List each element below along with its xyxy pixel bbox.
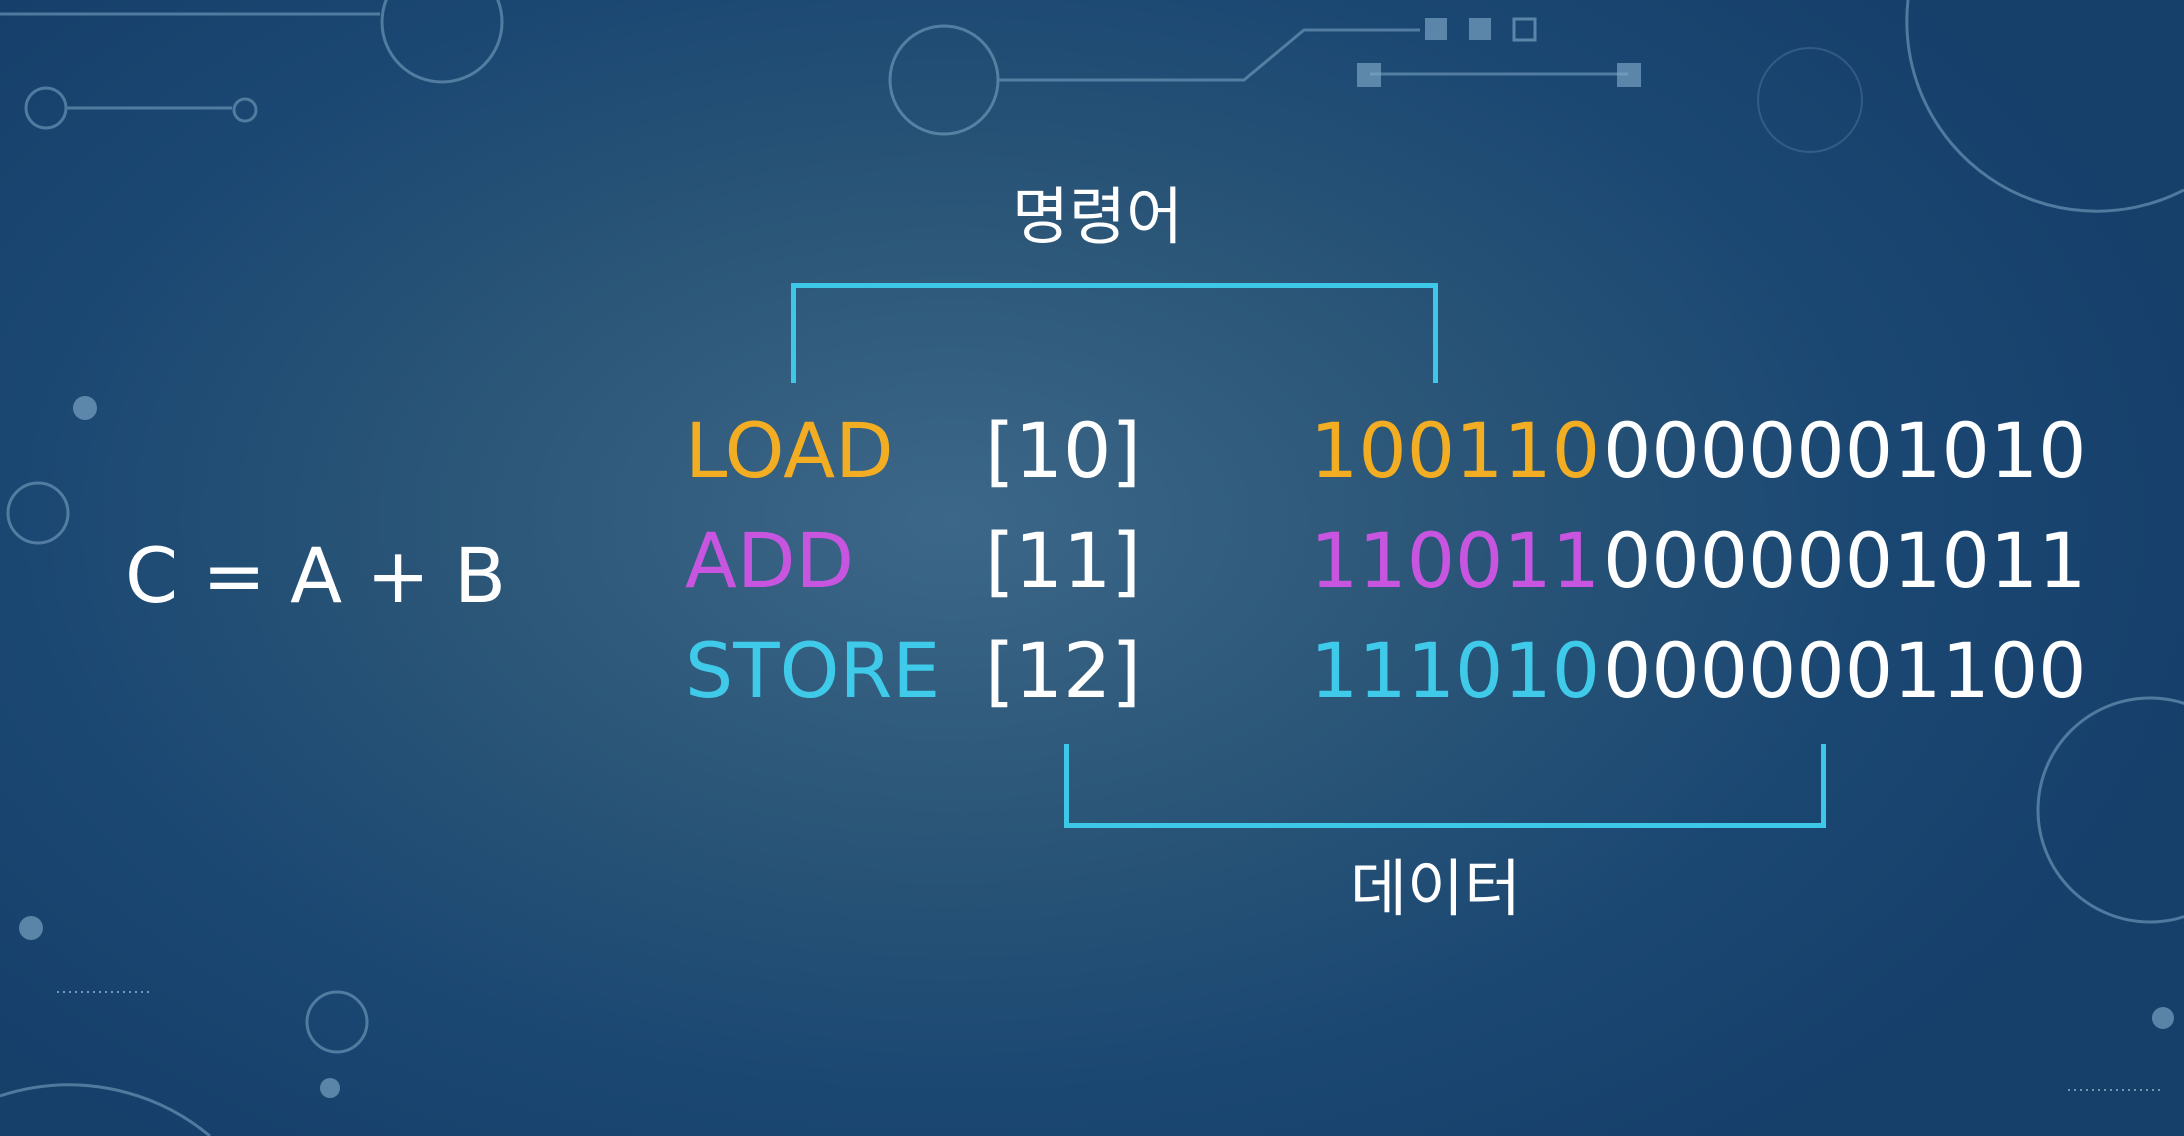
row-1-opcode-bits: 100110 — [1310, 406, 1601, 495]
row-3-operand: [12] — [985, 626, 1142, 715]
row-2-opcode-bits: 110011 — [1310, 516, 1601, 605]
row-2-operand: [11] — [985, 516, 1142, 605]
row-2-mnemonic: ADD — [685, 516, 855, 605]
row-3-data-bits: 0000001100 — [1603, 626, 2087, 715]
row-1-operand: [10] — [985, 406, 1142, 495]
data-label: 데이터 — [1350, 852, 1522, 925]
row-1-data-bits: 0000001010 — [1603, 406, 2087, 495]
row-3-mnemonic: STORE — [685, 626, 941, 715]
instruction-bracket — [791, 283, 1438, 383]
equation-text: C = A + B — [125, 531, 507, 620]
row-1-mnemonic: LOAD — [685, 406, 894, 495]
data-bracket — [1064, 744, 1826, 828]
instruction-label: 명령어 — [1012, 180, 1184, 253]
row-3-opcode-bits: 111010 — [1310, 626, 1601, 715]
row-2-data-bits: 0000001011 — [1603, 516, 2087, 605]
